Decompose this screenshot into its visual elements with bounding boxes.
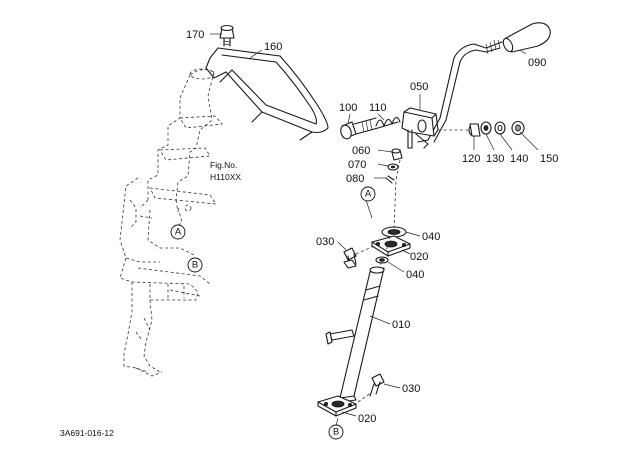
washer-040-lower (375, 256, 389, 264)
part-label-130: 130 (486, 153, 504, 165)
ref-marker-b-frame-text: B (192, 260, 198, 271)
part-label-020-upper: 020 (410, 251, 428, 263)
part-label-040-upper: 040 (422, 231, 440, 243)
part-label-020-lower: 020 (358, 413, 376, 425)
guard-frame-160 (205, 47, 329, 141)
bolt-100 (340, 117, 379, 140)
collar-120 (468, 123, 481, 137)
part-label-120: 120 (462, 153, 480, 165)
bolt-170 (219, 24, 235, 47)
part-label-030-lower: 030 (402, 383, 420, 395)
ref-marker-a-frame-text: A (175, 227, 182, 238)
part-label-050: 050 (410, 81, 428, 93)
part-label-160: 160 (264, 41, 282, 53)
bracket-020-upper (371, 235, 411, 257)
bracket-020-lower (317, 395, 357, 417)
washer-140 (494, 121, 506, 135)
bolt-030-upper (343, 247, 357, 269)
part-label-060: 060 (352, 145, 370, 157)
leader-lines (210, 33, 539, 427)
figure-ref-line1: Fig.No. (210, 160, 237, 170)
ref-marker-a-frame: A (170, 224, 186, 240)
ref-marker-b-frame: B (187, 257, 203, 273)
washer-130 (480, 121, 492, 135)
figure-ref-line2: H110XX (210, 172, 241, 182)
spring-110 (375, 116, 401, 129)
shaft-010 (325, 266, 385, 403)
ref-marker-b-shaft-text: B (333, 427, 339, 438)
bolt-030-lower (369, 373, 385, 397)
ref-marker-b-shaft: B (328, 424, 344, 440)
bushing-060 (391, 148, 403, 161)
part-label-170: 170 (186, 29, 204, 41)
lever-arm-050 (401, 39, 503, 149)
part-label-070: 070 (348, 159, 366, 171)
part-label-100: 100 (339, 102, 357, 114)
part-label-030-upper: 030 (316, 236, 334, 248)
nut-150 (511, 120, 525, 136)
ref-marker-a-shaft: A (360, 186, 376, 202)
ref-marker-a-shaft-text: A (365, 189, 372, 200)
part-label-140: 140 (510, 153, 528, 165)
steering-column-frame (119, 68, 223, 377)
part-label-150: 150 (540, 153, 558, 165)
drawing-number: 3A691-016-12 (60, 428, 114, 438)
washer-070 (387, 163, 399, 171)
part-label-110: 110 (369, 102, 387, 114)
part-label-040-lower: 040 (406, 269, 424, 281)
part-label-010: 010 (392, 319, 410, 331)
part-label-090: 090 (528, 57, 546, 69)
part-label-080: 080 (346, 173, 364, 185)
knob-090 (502, 22, 551, 53)
pin-080 (385, 175, 395, 184)
